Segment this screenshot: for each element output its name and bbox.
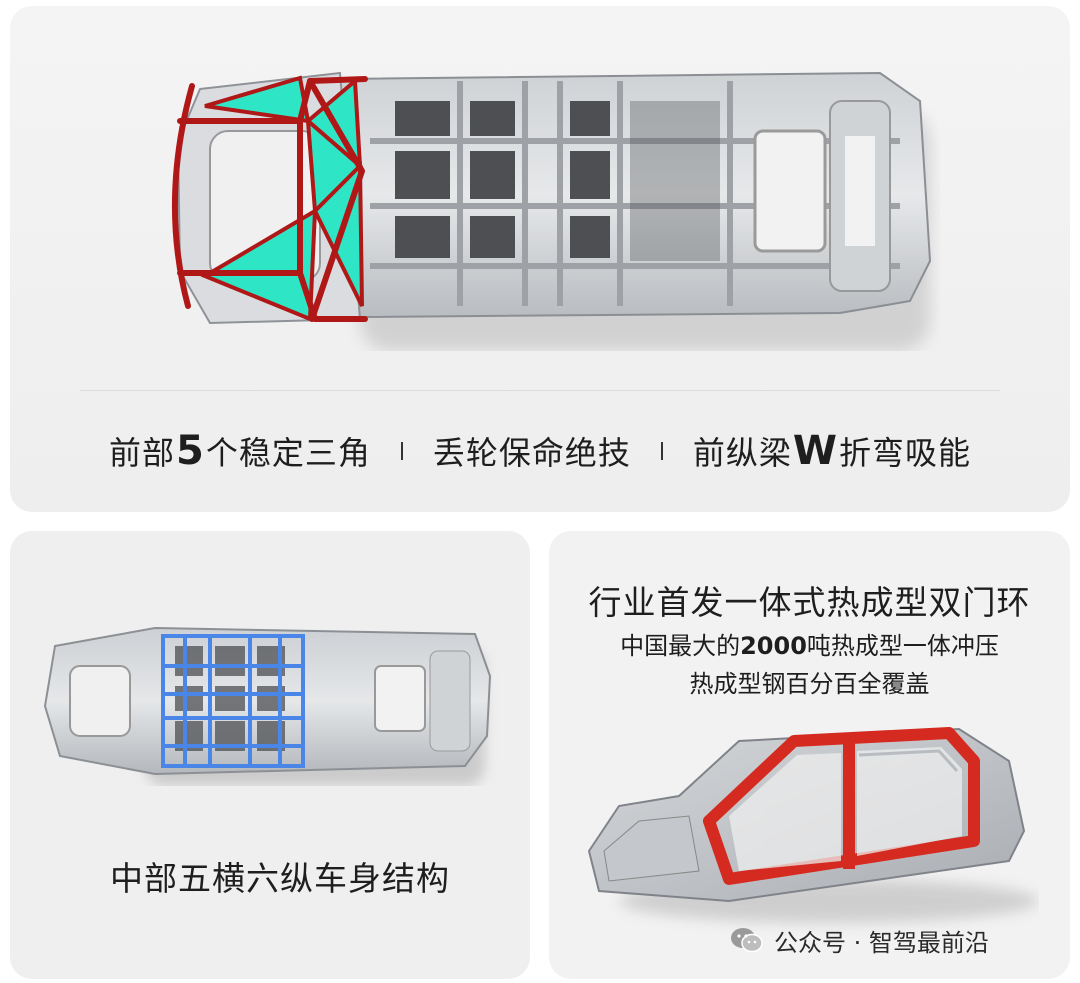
right-subtitle-1: 中国最大的2000吨热成型一体冲压	[549, 626, 1070, 661]
caption-part1: 前部	[108, 434, 175, 472]
caption-letter: W	[792, 428, 838, 474]
chassis-top-image	[171, 71, 932, 351]
chassis-mid-image	[43, 626, 492, 786]
body-in-white-image	[587, 727, 1039, 923]
caption-part3: 前纵梁	[692, 434, 792, 472]
door-ring	[703, 727, 980, 885]
left-caption: 中部五横六纵车身结构	[110, 859, 450, 898]
caption-part2: 个稳定三角	[205, 434, 371, 472]
right-title: 行业首发一体式热成型双门环	[588, 583, 1031, 622]
right-panel	[549, 531, 1070, 979]
sub1-post: 吨热成型一体冲压	[806, 632, 999, 660]
separator	[400, 442, 403, 460]
sub1-number: 2000	[740, 632, 807, 660]
left-panel: 中部五横六纵车身结构	[10, 531, 530, 979]
five-by-six-grid	[161, 634, 305, 768]
top-panel: 前部 5 个稳定三角 丢轮保命绝技 前纵梁 W 折弯吸能	[10, 6, 1070, 512]
right-subtitle-2: 热成型钢百分百全覆盖	[689, 670, 930, 698]
caption-number: 5	[175, 428, 205, 474]
divider-line	[80, 390, 1000, 391]
top-caption: 前部 5 个稳定三角 丢轮保命绝技 前纵梁 W 折弯吸能	[10, 426, 1070, 476]
caption-part4: 折弯吸能	[839, 434, 972, 472]
watermark: 公众号 · 智驾最前沿	[730, 922, 989, 958]
separator	[660, 442, 663, 460]
caption-mid: 丢轮保命绝技	[432, 434, 631, 472]
wechat-icon	[731, 928, 763, 953]
sub1-pre: 中国最大的	[620, 632, 741, 660]
watermark-text: 公众号 · 智驾最前沿	[774, 928, 989, 957]
